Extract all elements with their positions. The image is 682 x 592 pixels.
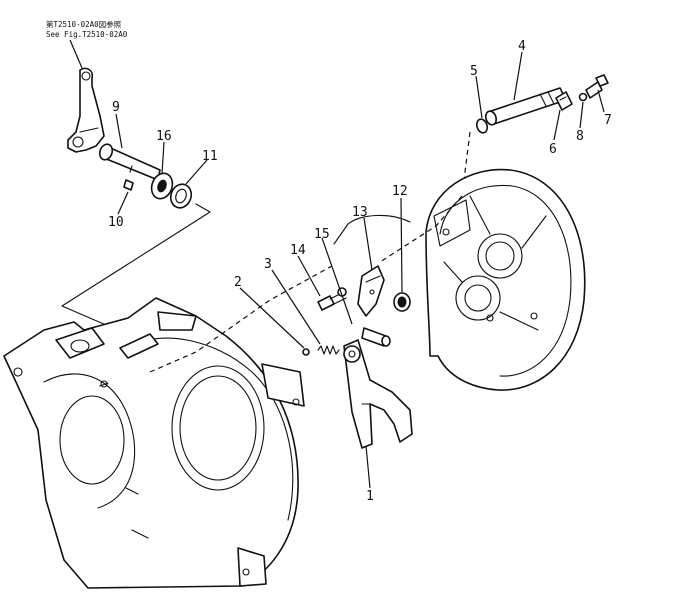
reference-note-line1: 第T2510-02A0図参照 [46,19,122,29]
part-14-bolt [317,287,347,311]
part-11-seal [169,183,193,209]
callout-9: 9 [112,100,120,115]
callout-10: 10 [108,215,124,230]
callout-16: 16 [156,129,172,144]
reference-note: 第T2510-02A0図参照 See Fig.T2510-02A0 [46,19,128,69]
part-9-shaft [98,143,161,191]
part-5-ring [475,118,489,134]
part-6-lock-plate [555,91,573,111]
part-13-lever-block [357,265,385,317]
bracket-guide-line [333,214,411,245]
callout-14: 14 [290,243,306,258]
part-16-bearing [150,172,174,200]
upper-lever-part [67,67,105,153]
rear-housing [425,168,586,391]
part-1-shift-fork [343,339,413,449]
callout-12: 12 [392,184,408,199]
callout-labels: 9 16 11 10 4 5 6 8 7 12 13 14 15 2 3 1 [108,39,612,504]
callout-11: 11 [202,149,218,164]
part-2-ball [302,348,310,356]
callout-2: 2 [234,275,242,290]
callout-6: 6 [549,142,557,157]
callout-3: 3 [264,257,272,272]
part-12-bushing [393,292,411,312]
part-3-spring [317,345,340,355]
callout-8: 8 [576,129,584,144]
callout-5: 5 [470,64,478,79]
reference-note-line2: See Fig.T2510-02A0 [46,30,128,39]
callout-13: 13 [352,205,368,220]
callout-4: 4 [518,39,526,54]
leader-lines [115,51,605,489]
part-4-long-shaft [484,87,567,126]
callout-15: 15 [314,227,330,242]
front-housing [3,297,305,589]
part-8-washer [578,92,588,102]
shaft-install-line [461,131,471,197]
part-15-pin [361,327,391,347]
housing-socket-line [149,265,333,373]
bracket-link-line [379,195,463,263]
callout-7: 7 [604,113,612,128]
part-7-bolt [585,74,609,99]
callout-1: 1 [366,489,374,504]
